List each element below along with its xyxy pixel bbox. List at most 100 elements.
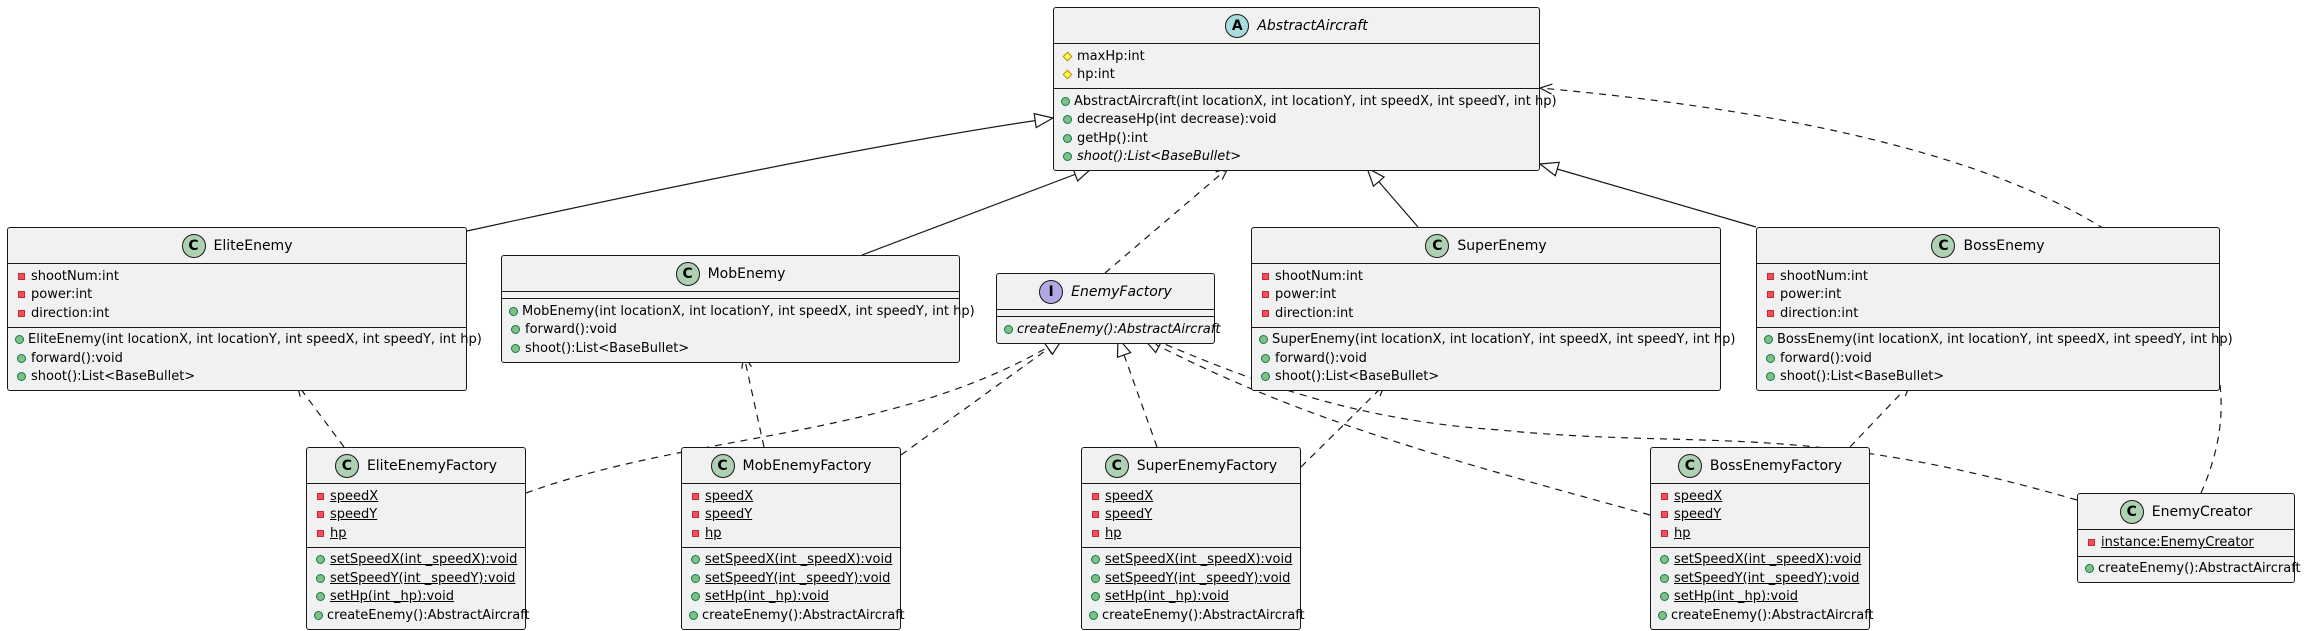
visibility-marker	[15, 272, 27, 280]
class-name: BossEnemy	[1963, 237, 2045, 254]
visibility-marker	[15, 309, 27, 317]
member-row: createEnemy():AbstractAircraft	[2078, 560, 2301, 579]
private-marker-icon	[1091, 511, 1099, 519]
public-marker-icon	[2085, 564, 2094, 574]
relation-extends-line	[861, 168, 1092, 256]
member-row: instance:EnemyCreator	[2078, 533, 2294, 552]
member-text: speedY	[1105, 507, 1153, 523]
member-text: createEnemy():AbstractAircraft	[2098, 561, 2301, 577]
member-row: shootNum:int	[1252, 267, 1720, 286]
member-row: shootNum:int	[1757, 267, 2219, 286]
member-row: createEnemy():AbstractAircraft	[307, 606, 530, 625]
visibility-marker	[1089, 555, 1101, 565]
member-text: forward():void	[525, 322, 617, 338]
member-row: setSpeedY(int _speedY):void	[307, 569, 525, 588]
visibility-marker	[1658, 511, 1670, 519]
member-row: createEnemy():AbstractAircraft	[1082, 606, 1305, 625]
member-row: setSpeedX(int _speedX):void	[1651, 551, 1869, 570]
visibility-marker	[1764, 272, 1776, 280]
member-row: power:int	[1252, 286, 1720, 305]
member-text: maxHp:int	[1077, 48, 1145, 64]
member-row: createEnemy():AbstractAircraft	[1651, 606, 1874, 625]
relation-depends-line	[1104, 168, 1228, 274]
visibility-marker	[689, 610, 698, 620]
visibility-marker	[314, 573, 326, 583]
visibility-marker	[689, 529, 701, 537]
visibility-marker	[314, 555, 326, 565]
member-text: setHp(int _hp):void	[330, 589, 455, 605]
member-text: setSpeedY(int _speedY):void	[330, 570, 516, 586]
member-text: setSpeedX(int _speedX):void	[1674, 552, 1862, 568]
member-text: shoot():List<BaseBullet>	[525, 340, 690, 356]
member-row: shootNum:int	[8, 267, 466, 286]
private-marker-icon	[2087, 538, 2095, 546]
visibility-marker	[1061, 96, 1070, 106]
member-text: createEnemy():AbstractAircraft	[327, 607, 530, 623]
member-text: hp	[330, 525, 347, 541]
member-text: setSpeedX(int _speedX):void	[330, 552, 518, 568]
member-row: setSpeedX(int _speedX):void	[1082, 551, 1300, 570]
member-row: setHp(int _hp):void	[1651, 588, 1869, 607]
methods-section: AbstractAircraft(int locationX, int loca…	[1054, 88, 1557, 170]
member-text: speedY	[1674, 507, 1722, 523]
private-marker-icon	[1261, 309, 1269, 317]
member-text: shoot():List<BaseBullet>	[1077, 149, 1242, 165]
visibility-marker	[1259, 372, 1271, 382]
private-marker-icon	[1261, 272, 1269, 280]
class-icon: C	[675, 261, 700, 286]
visibility-marker	[314, 511, 326, 519]
private-marker-icon	[316, 511, 324, 519]
public-marker-icon	[690, 555, 700, 565]
member-text: createEnemy():AbstractAircraft	[1017, 321, 1221, 337]
public-marker-icon	[1260, 372, 1270, 382]
private-marker-icon	[1766, 291, 1774, 299]
public-marker-icon	[315, 592, 325, 602]
member-row: EliteEnemy(int locationX, int locationY,…	[8, 331, 482, 350]
fields-section	[997, 309, 1214, 316]
member-row: direction:int	[1252, 304, 1720, 323]
visibility-marker	[1089, 610, 1098, 620]
visibility-marker	[15, 372, 27, 382]
visibility-marker	[1658, 555, 1670, 565]
private-marker-icon	[17, 272, 25, 280]
member-text: speedX	[1674, 488, 1723, 504]
public-marker-icon	[1062, 115, 1072, 125]
private-marker-icon	[1091, 529, 1099, 537]
public-marker-icon	[1004, 324, 1013, 334]
member-row: speedX	[307, 487, 525, 506]
relation-extends-line	[466, 118, 1053, 232]
visibility-marker	[509, 306, 518, 316]
relation-depends-line	[744, 356, 765, 448]
member-row: setSpeedX(int _speedX):void	[307, 551, 525, 570]
member-row: speedX	[1082, 487, 1300, 506]
class-name: BossEnemyFactory	[1709, 457, 1843, 474]
member-text: setSpeedY(int _speedY):void	[1674, 570, 1860, 586]
class-name: EliteEnemy	[213, 237, 293, 254]
member-row: speedY	[1651, 506, 1869, 525]
member-text: getHp():int	[1077, 130, 1148, 146]
class-name: EliteEnemyFactory	[366, 457, 498, 474]
relation-depends-line	[297, 384, 345, 448]
public-marker-icon	[690, 592, 700, 602]
methods-section: createEnemy():AbstractAircraft	[997, 316, 1220, 343]
public-marker-icon	[1765, 353, 1775, 363]
